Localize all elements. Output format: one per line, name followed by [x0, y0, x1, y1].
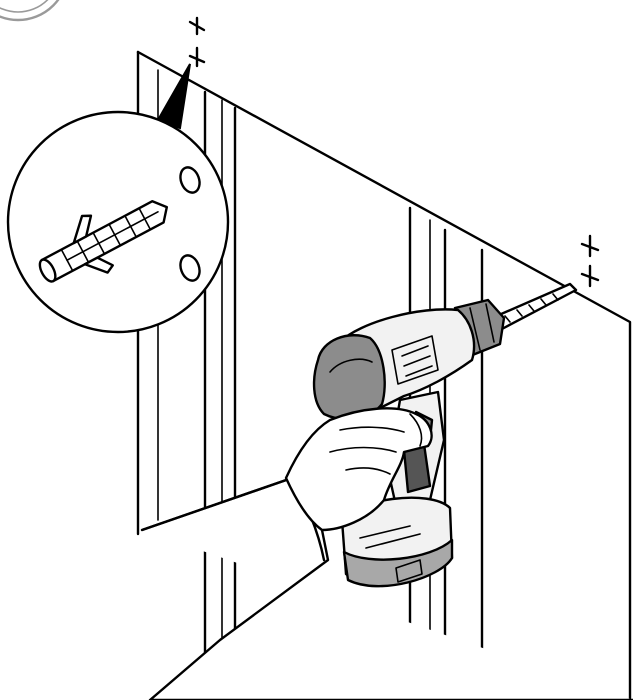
drill-mark-right-1 — [580, 234, 600, 258]
callout-pointer — [156, 63, 191, 130]
drill-mark-top-1 — [188, 16, 206, 36]
drill-bit — [490, 282, 578, 332]
wall-plug-detail-icon — [6, 110, 230, 334]
step-number-badge — [0, 0, 60, 22]
drill-mark-right-2 — [580, 264, 600, 288]
hand-gripping-drill — [284, 407, 433, 532]
drill-mark-top-2 — [188, 46, 206, 68]
